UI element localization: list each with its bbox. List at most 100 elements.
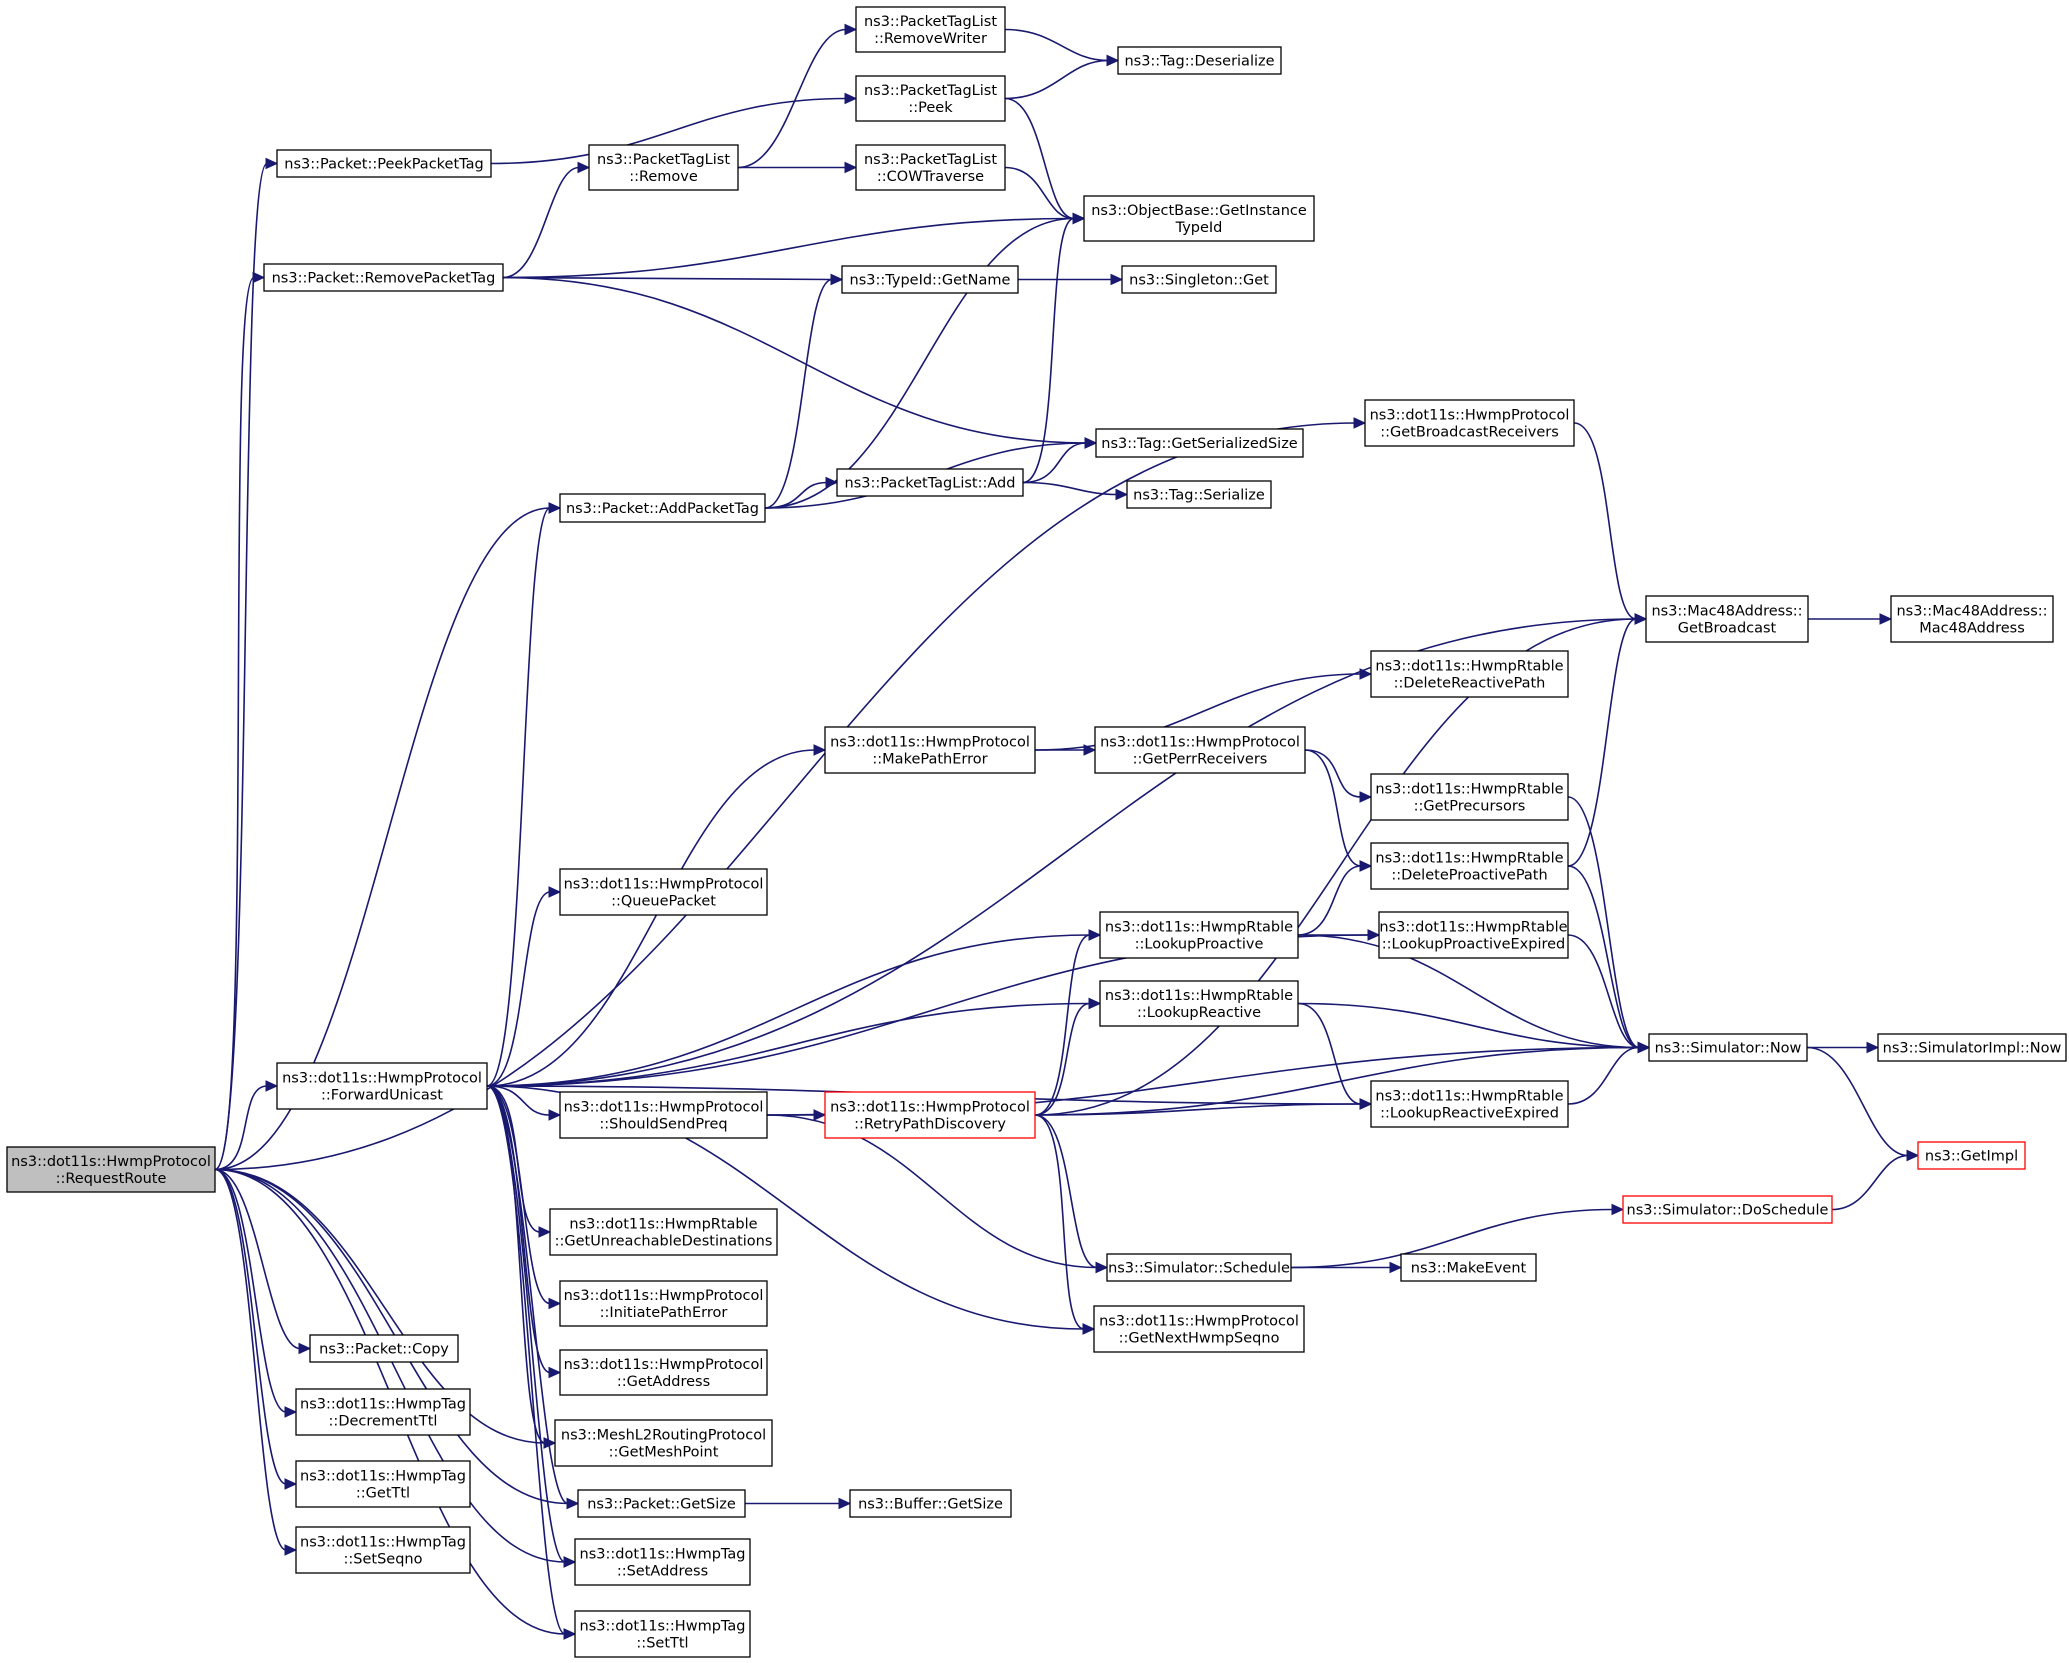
node-ptlRemove[interactable]: ns3::PacketTagList::Remove: [588, 144, 739, 191]
edge-line: [214, 507, 551, 1171]
node-box: [559, 868, 768, 916]
node-setTtl[interactable]: ns3::dot11s::HwmpTag::SetTtl: [574, 1610, 751, 1658]
node-box: [554, 1419, 773, 1467]
node-getBroadcastReceivers[interactable]: ns3::dot11s::HwmpProtocol::GetBroadcastR…: [1364, 399, 1575, 447]
edge-line: [1034, 934, 1091, 1116]
node-getImpl[interactable]: ns3::GetImpl: [1917, 1141, 2026, 1170]
node-shouldSendPreq[interactable]: ns3::dot11s::HwmpProtocol::ShouldSendPre…: [559, 1091, 768, 1139]
node-label: ::MakePathError: [872, 752, 987, 768]
node-setSeqno[interactable]: ns3::dot11s::HwmpTag::SetSeqno: [295, 1526, 471, 1574]
node-doSchedule[interactable]: ns3::Simulator::DoSchedule: [1622, 1195, 1833, 1224]
node-ptlCowTraverse[interactable]: ns3::PacketTagList::COWTraverse: [855, 144, 1006, 191]
node-lookupProactive[interactable]: ns3::dot11s::HwmpRtable::LookupProactive: [1099, 911, 1299, 959]
node-getMeshPoint[interactable]: ns3::MeshL2RoutingProtocol::GetMeshPoint: [554, 1419, 773, 1467]
node-getBroadcast[interactable]: ns3::Mac48Address::GetBroadcast: [1645, 595, 1809, 643]
edge-line: [214, 1085, 268, 1171]
node-setAddress[interactable]: ns3::dot11s::HwmpTag::SetAddress: [574, 1538, 751, 1586]
node-root[interactable]: ns3::dot11s::HwmpProtocol::RequestRoute: [6, 1146, 216, 1193]
node-getPrecursors[interactable]: ns3::dot11s::HwmpRtable::GetPrecursors: [1370, 773, 1569, 821]
edge-line: [764, 217, 1075, 509]
node-simImplNow[interactable]: ns3::SimulatorImpl::Now: [1877, 1033, 2067, 1062]
node-box: [549, 1208, 778, 1256]
edge-arrowhead: [548, 1109, 562, 1121]
node-makePathError[interactable]: ns3::dot11s::HwmpProtocol::MakePathError: [824, 726, 1036, 774]
node-label: ns3::dot11s::HwmpProtocol: [11, 1154, 211, 1170]
edge-peekPacketTag-to-ptlPeek: [490, 92, 858, 165]
node-mac48Address[interactable]: ns3::Mac48Address::Mac48Address: [1890, 595, 2054, 643]
node-ptlRemoveWriter[interactable]: ns3::PacketTagList::RemoveWriter: [855, 6, 1006, 53]
node-simNow[interactable]: ns3::Simulator::Now: [1648, 1033, 1808, 1062]
node-ptlAdd[interactable]: ns3::PacketTagList::Add: [836, 468, 1024, 497]
node-box: [6, 1146, 216, 1193]
edge-arrowhead: [298, 1342, 312, 1355]
edge-root-to-forwardUnicast: [214, 1080, 279, 1171]
node-singletonGet[interactable]: ns3::Singleton::Get: [1121, 265, 1277, 294]
edge-line: [502, 217, 1075, 279]
edge-arrowhead: [1083, 744, 1097, 756]
node-label: ns3::dot11s::HwmpTag: [300, 1535, 466, 1551]
edge-forwardUnicast-to-makePathError: [486, 744, 827, 1087]
node-makeEvent[interactable]: ns3::MakeEvent: [1400, 1253, 1537, 1282]
node-retryPathDiscovery[interactable]: ns3::dot11s::HwmpProtocol::RetryPathDisc…: [824, 1091, 1036, 1139]
node-lookupReactiveExpired[interactable]: ns3::dot11s::HwmpRtable::LookupReactiveE…: [1370, 1080, 1569, 1128]
edge-line: [214, 422, 1356, 1171]
node-tagGetSerializedSize[interactable]: ns3::Tag::GetSerializedSize: [1095, 428, 1304, 458]
edge-arrowhead: [1359, 668, 1373, 680]
edge-line: [1022, 442, 1087, 484]
edge-arrowhead: [1106, 54, 1120, 67]
node-tagSerialize[interactable]: ns3::Tag::Serialize: [1126, 480, 1272, 509]
edge-getBroadcast-to-mac48Address: [1808, 613, 1893, 625]
node-lookupReactive[interactable]: ns3::dot11s::HwmpRtable::LookupReactive: [1099, 980, 1299, 1027]
node-getPerrReceivers[interactable]: ns3::dot11s::HwmpProtocol::GetPerrReceiv…: [1094, 726, 1306, 774]
node-removePacketTag[interactable]: ns3::Packet::RemovePacketTag: [263, 263, 504, 292]
node-getNextHwmpSeqno[interactable]: ns3::dot11s::HwmpProtocol::GetNextHwmpSe…: [1093, 1305, 1305, 1353]
node-addPacketTag[interactable]: ns3::Packet::AddPacketTag: [559, 493, 766, 523]
node-label: ::ForwardUnicast: [321, 1088, 443, 1104]
node-simSchedule[interactable]: ns3::Simulator::Schedule: [1106, 1253, 1292, 1282]
node-label: ns3::dot11s::HwmpTag: [300, 1469, 466, 1485]
edge-line: [1004, 28, 1109, 62]
edge-arrowhead: [1088, 929, 1102, 941]
node-box: [559, 1091, 768, 1139]
edge-arrowhead: [1359, 791, 1373, 803]
edge-line: [1034, 1046, 1640, 1116]
node-tagDeserialize[interactable]: ns3::Tag::Deserialize: [1117, 46, 1282, 75]
node-label: ns3::dot11s::HwmpTag: [580, 1547, 746, 1563]
node-initiatePathError[interactable]: ns3::dot11s::HwmpProtocol::InitiatePathE…: [559, 1280, 768, 1327]
node-box: [1370, 773, 1569, 821]
node-decrementTtl[interactable]: ns3::dot11s::HwmpTag::DecrementTtl: [295, 1388, 471, 1436]
node-label: ::GetBroadcastReceivers: [1380, 425, 1559, 441]
node-box: [577, 1489, 746, 1518]
edge-line: [1004, 166, 1075, 220]
node-forwardUnicast[interactable]: ns3::dot11s::HwmpProtocol::ForwardUnicas…: [276, 1062, 488, 1110]
node-packetGetSize[interactable]: ns3::Packet::GetSize: [577, 1489, 746, 1518]
node-label: ns3::dot11s::HwmpRtable: [1105, 988, 1293, 1004]
node-lookupProactiveExpired[interactable]: ns3::dot11s::HwmpRtable::LookupProactive…: [1378, 911, 1569, 959]
node-label: ns3::PacketTagList: [864, 152, 997, 168]
node-getAddress[interactable]: ns3::dot11s::HwmpProtocol::GetAddress: [559, 1349, 768, 1396]
edge-removePacketTag-to-ptlRemove: [502, 161, 591, 279]
node-getUnreachable[interactable]: ns3::dot11s::HwmpRtable::GetUnreachableD…: [549, 1208, 778, 1256]
node-peekPacketTag[interactable]: ns3::Packet::PeekPacketTag: [276, 149, 492, 178]
edge-arrowhead: [284, 1544, 298, 1556]
node-box: [1121, 265, 1277, 294]
node-getTtl[interactable]: ns3::dot11s::HwmpTag::GetTtl: [295, 1460, 471, 1508]
node-box: [1378, 911, 1569, 959]
node-label: ns3::dot11s::HwmpRtable: [1375, 659, 1563, 675]
edge-retryPathDiscovery-to-lookupReactiveExpired: [1034, 1098, 1373, 1116]
edge-arrowhead: [844, 161, 858, 174]
node-deleteProactivePath[interactable]: ns3::dot11s::HwmpRtable::DeleteProactive…: [1370, 842, 1569, 890]
edge-arrowhead: [838, 1497, 852, 1510]
node-typeIdGetName[interactable]: ns3::TypeId::GetName: [841, 265, 1019, 294]
node-deleteReactivePath[interactable]: ns3::dot11s::HwmpRtable::DeleteReactiveP…: [1370, 650, 1569, 698]
node-ptlPeek[interactable]: ns3::PacketTagList::Peek: [855, 75, 1006, 122]
node-label: ::Remove: [629, 169, 698, 185]
node-box: [263, 263, 504, 292]
node-bufferGetSize[interactable]: ns3::Buffer::GetSize: [849, 1489, 1012, 1518]
node-label: ns3::dot11s::HwmpProtocol: [564, 877, 764, 893]
node-queuePacket[interactable]: ns3::dot11s::HwmpProtocol::QueuePacket: [559, 868, 768, 916]
node-packetCopy[interactable]: ns3::Packet::Copy: [309, 1334, 459, 1363]
edge-forwardUnicast-to-addPacketTag: [486, 502, 562, 1087]
node-box: [1400, 1253, 1537, 1282]
